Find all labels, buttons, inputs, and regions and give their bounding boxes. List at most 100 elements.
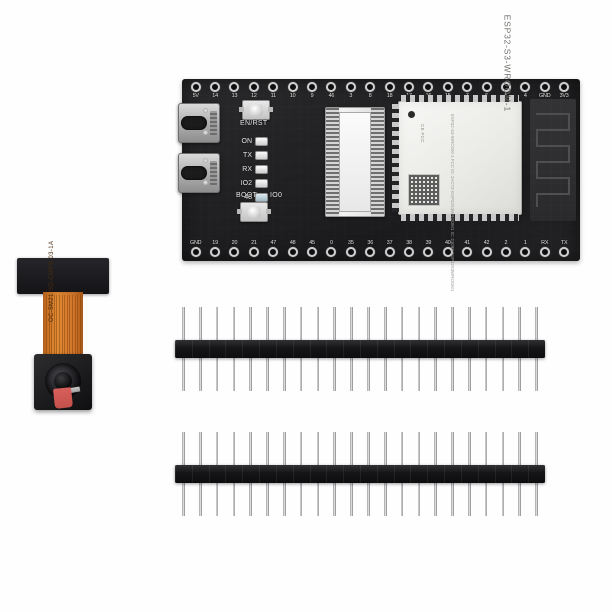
pin-label: RX: [541, 240, 549, 246]
pin-header-strip-bottom: [175, 432, 545, 516]
flex-trace: [46, 295, 47, 355]
usb-c-port-uart: [178, 103, 220, 143]
pin-label: 2: [504, 240, 508, 246]
led-label: 48: [244, 194, 252, 201]
header-segment-divider: [275, 465, 277, 483]
flex-trace: [48, 295, 50, 355]
pin-label: 47: [270, 240, 277, 246]
usb-c-shield-tab: [210, 111, 217, 135]
pin-label: 37: [386, 240, 393, 246]
pin-hole: [384, 247, 395, 257]
antenna-trace-segment: [568, 177, 570, 195]
header-segment-divider: [410, 465, 412, 483]
pin-hole: [229, 247, 240, 257]
pin-label: 35: [348, 240, 354, 246]
antenna-trace-segment: [536, 129, 538, 147]
pin-label: 19: [212, 240, 218, 246]
led-label: ON: [241, 138, 253, 145]
pin-label: 3V3: [559, 93, 569, 99]
top-pin-46: 46: [322, 82, 341, 100]
boot-label: BOOT: [236, 192, 258, 199]
pin-hole: [287, 82, 298, 92]
pin-hole: [307, 247, 318, 257]
pin-label: 38: [406, 240, 412, 246]
antenna-trace-segment: [568, 145, 570, 163]
header-segment-divider: [175, 465, 176, 483]
header-segment-divider: [376, 465, 378, 483]
pin-hole: [442, 82, 453, 92]
pin-label: GND: [539, 93, 551, 99]
usb-c-opening: [181, 116, 207, 130]
header-segment-divider: [393, 465, 395, 483]
top-pin-3: 3: [341, 82, 360, 100]
pin-hole: [248, 82, 259, 92]
header-segment-divider: [477, 340, 479, 358]
top-pin-4: 4: [516, 82, 535, 100]
antenna-trace-segment: [536, 193, 538, 207]
pin-hole: [520, 82, 531, 92]
pin-label: 5V: [192, 93, 199, 99]
header-segment-divider: [393, 340, 395, 358]
boot-button[interactable]: [237, 202, 271, 222]
header-segment-divider: [292, 340, 294, 358]
pin-label: 48: [289, 240, 296, 246]
header-segment-divider: [326, 465, 328, 483]
pin-hole: [500, 82, 511, 92]
camera-fpc-connector[interactable]: [325, 107, 385, 217]
pin-label: 45: [309, 240, 315, 246]
top-pin-10: 10: [283, 82, 302, 100]
top-pin-GND: GND: [535, 82, 554, 100]
header-segment-divider: [309, 465, 311, 483]
header-segment-divider: [208, 340, 210, 358]
top-pin-14: 14: [205, 82, 224, 100]
header-segment-divider: [376, 340, 378, 358]
flex-trace: [79, 295, 81, 355]
flex-trace: [66, 295, 68, 355]
top-pin-11: 11: [264, 82, 283, 100]
en-reset-button[interactable]: [239, 100, 273, 120]
flex-trace: [77, 295, 79, 355]
header-segment-divider: [242, 340, 244, 358]
led-rx: [255, 165, 268, 174]
module-qr-code: [408, 174, 440, 206]
header-segment-divider: [477, 465, 479, 483]
pin-label: 39: [425, 240, 432, 246]
board-top-pin-row: 5V141312111094638181716157654GND3V3: [186, 82, 574, 100]
flex-trace: [56, 295, 58, 355]
header-segment-divider: [511, 340, 513, 358]
pin-hole: [500, 247, 511, 257]
header-segment-divider: [309, 340, 311, 358]
led-on: [255, 137, 268, 146]
bottom-pin-RX: RX: [535, 240, 554, 258]
module-castellations-bottom: [401, 214, 519, 221]
bottom-pin-36: 36: [361, 240, 380, 258]
pin-label: 46: [328, 93, 335, 99]
header-segment-divider: [275, 340, 277, 358]
pin-hole: [462, 82, 473, 92]
pin-hole: [365, 247, 376, 257]
usb-c-screw-top: [203, 108, 208, 113]
pin-hole: [423, 82, 434, 92]
bottom-pin-GND: GND: [186, 240, 205, 258]
bottom-pin-TX: TX: [554, 240, 573, 258]
header-segment-divider: [259, 340, 261, 358]
button-leg-left: [237, 209, 242, 214]
pin-label: 8: [368, 93, 372, 99]
header-segment-divider: [225, 340, 227, 358]
antenna-trace-segment: [536, 145, 570, 147]
antenna-trace-segment: [536, 129, 570, 131]
pin-hole: [539, 247, 550, 257]
header-segment-divider: [292, 465, 294, 483]
header-segment-divider: [242, 465, 244, 483]
fpc-latch[interactable]: [339, 112, 371, 212]
header-segment-divider: [343, 340, 345, 358]
flex-trace: [64, 295, 66, 355]
header-segment-divider: [460, 340, 462, 358]
header-segment-divider: [494, 340, 496, 358]
led-row-on: ON: [234, 137, 268, 146]
button-cap: [247, 206, 261, 218]
pin-label: 10: [289, 93, 296, 99]
bottom-pin-39: 39: [419, 240, 438, 258]
